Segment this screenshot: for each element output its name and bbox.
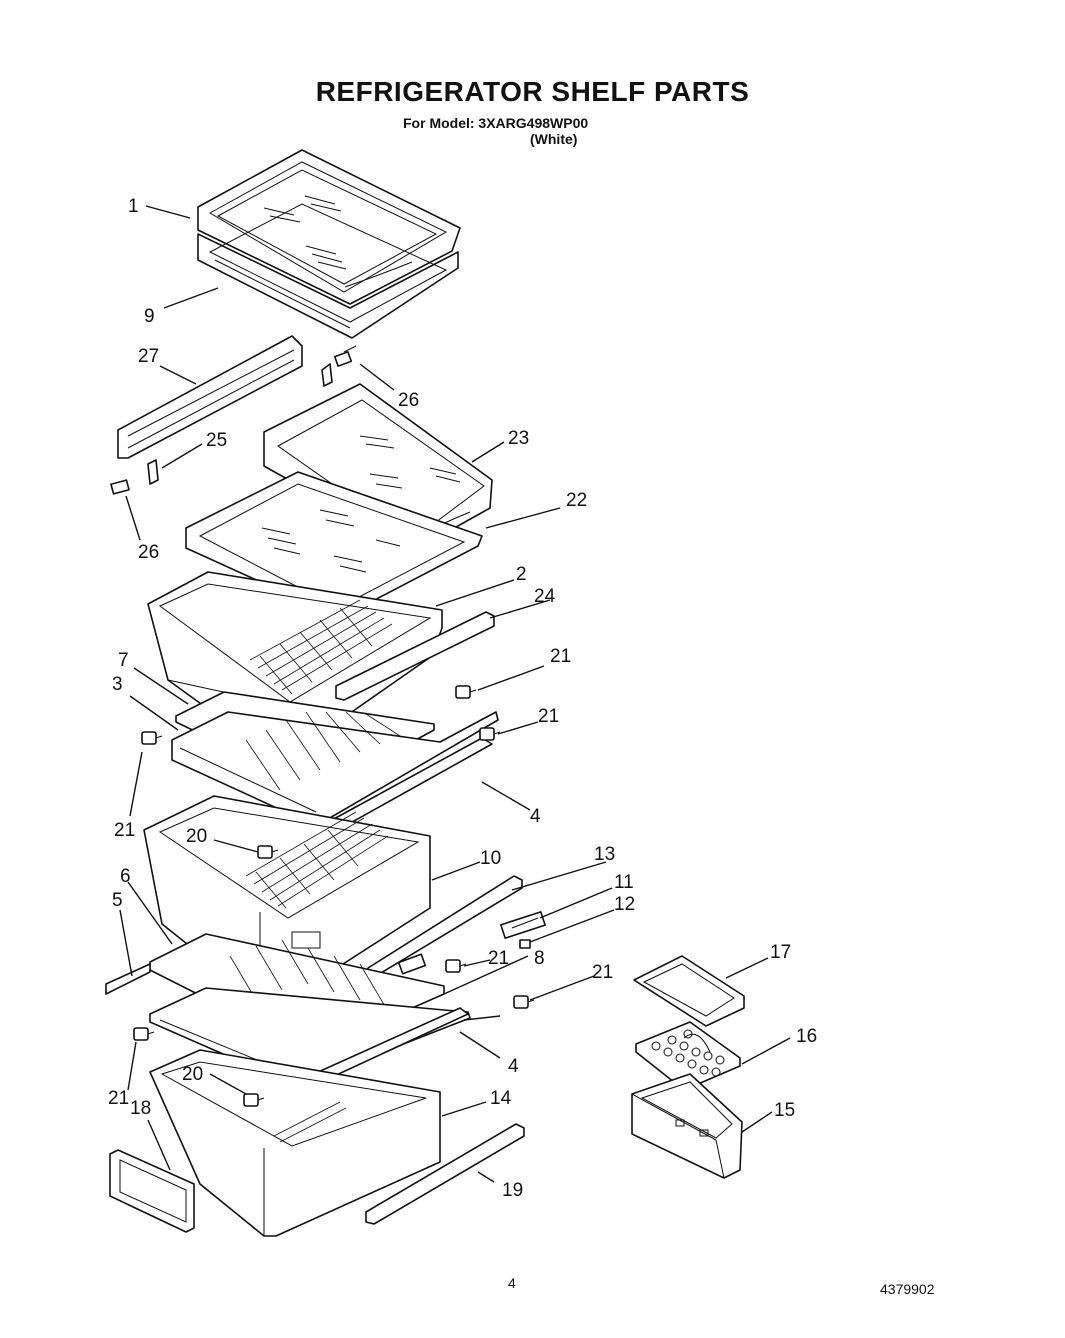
callout-21: 21 — [538, 706, 559, 727]
callout-26: 26 — [398, 390, 419, 411]
part-1-shelf — [197, 149, 461, 305]
callouts: 1 9 27 26 25 23 26 22 2 24 7 21 3 21 21 … — [108, 196, 817, 1201]
part-24-trim — [335, 611, 495, 701]
document-number: 4379902 — [880, 1281, 935, 1297]
callout-20: 20 — [186, 826, 207, 847]
part-19-trim — [365, 1123, 525, 1225]
callout-21: 21 — [592, 962, 613, 983]
callout-15: 15 — [774, 1100, 795, 1121]
callout-4: 4 — [508, 1056, 519, 1077]
part-21-screw-f — [133, 1027, 155, 1041]
callout-7: 7 — [118, 650, 129, 671]
part-21-screw-e — [513, 995, 535, 1009]
part-11-bracket — [500, 911, 546, 939]
callout-3: 3 — [112, 674, 123, 695]
callout-10: 10 — [480, 848, 501, 869]
page-title: REFRIGERATOR SHELF PARTS — [315, 76, 750, 107]
part-8-hinge — [397, 953, 427, 975]
part-21-screw-d — [445, 959, 467, 973]
part-26-screw — [110, 479, 130, 495]
callout-5: 5 — [112, 890, 123, 911]
part-18-label — [109, 1149, 195, 1233]
callout-25: 25 — [206, 430, 227, 451]
part-21-screw-c — [141, 731, 163, 745]
callout-8: 8 — [534, 948, 545, 969]
part-16-egg-tray — [635, 1021, 741, 1091]
part-25-clip — [147, 459, 159, 485]
part-20-screw-b — [243, 1093, 265, 1107]
callout-21: 21 — [114, 820, 135, 841]
callout-22: 22 — [566, 490, 587, 511]
page-number: 4 — [508, 1275, 516, 1291]
callout-14: 14 — [490, 1088, 512, 1109]
callout-21: 21 — [488, 948, 509, 969]
part-27-trim — [117, 335, 303, 459]
part-14-drawer — [149, 1049, 441, 1237]
part-15-egg-bin — [631, 1073, 743, 1179]
part-21-screw-a — [455, 685, 477, 699]
part-17-lid — [633, 955, 745, 1027]
color-line: (White) — [530, 131, 578, 147]
callout-27: 27 — [138, 346, 159, 367]
callout-18: 18 — [130, 1098, 151, 1119]
part-26-screw-top — [333, 345, 357, 367]
callout-21: 21 — [550, 646, 571, 667]
callout-26: 26 — [138, 542, 159, 563]
callout-24: 24 — [534, 586, 556, 607]
callout-12: 12 — [614, 894, 635, 915]
callout-9: 9 — [144, 306, 155, 327]
callout-6: 6 — [120, 866, 131, 887]
part-3-frame — [171, 711, 499, 827]
part-21-screw-b — [479, 727, 501, 741]
callout-23: 23 — [508, 428, 529, 449]
callout-4: 4 — [530, 806, 541, 827]
callout-13: 13 — [594, 844, 615, 865]
callout-19: 19 — [502, 1180, 523, 1201]
callout-16: 16 — [796, 1026, 817, 1047]
callout-1: 1 — [128, 196, 139, 217]
callout-20: 20 — [182, 1064, 203, 1085]
callout-2: 2 — [516, 564, 527, 585]
callout-21: 21 — [108, 1088, 129, 1109]
leader-lines — [119, 205, 791, 1183]
model-line: For Model: 3XARG498WP00 — [403, 115, 589, 131]
part-5-frame — [105, 963, 471, 1087]
part-9-shelf-frame — [197, 203, 459, 339]
callout-17: 17 — [770, 942, 791, 963]
callout-11: 11 — [614, 872, 634, 893]
part-12-clip — [519, 939, 531, 949]
part-25-clip-top — [321, 363, 333, 387]
